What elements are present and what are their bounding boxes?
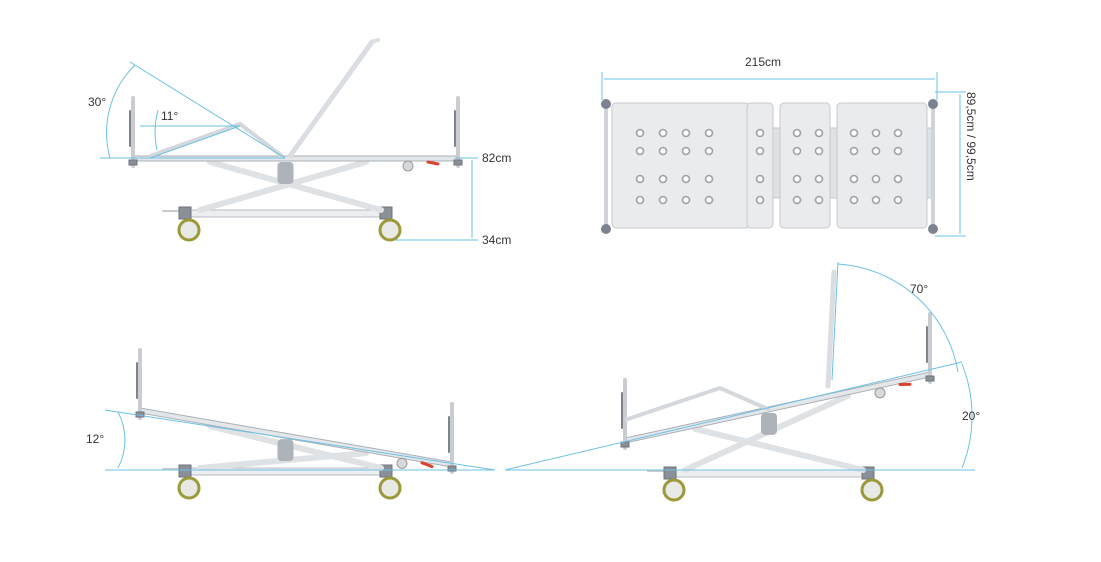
deck [624, 371, 931, 444]
control-knob [396, 457, 408, 469]
reverse-trendelenburg-view [620, 269, 935, 502]
control-knob [874, 387, 886, 399]
vent-hole [635, 146, 645, 156]
vent-hole [658, 195, 668, 205]
rail-end [601, 99, 611, 109]
vent-hole [893, 128, 903, 138]
vent-hole [704, 174, 714, 184]
vent-hole [681, 174, 691, 184]
caster-mount [178, 206, 192, 220]
vent-hole [893, 174, 903, 184]
vent-hole [814, 146, 824, 156]
trendelenburg-annotations: 12° [86, 409, 496, 471]
vent-hole [792, 146, 802, 156]
rail-foot [128, 159, 138, 166]
backrest-angle-label: 70° [910, 282, 928, 296]
caster-mount [178, 464, 192, 478]
vent-hole [704, 146, 714, 156]
vent-hole [871, 146, 881, 156]
min-height-label: 34cm [482, 233, 511, 247]
max-height-label: 82cm [482, 151, 511, 165]
brake-lever [420, 461, 434, 469]
vent-hole [681, 146, 691, 156]
scissor-arm [197, 159, 369, 213]
vent-hole [635, 174, 645, 184]
wheel [378, 476, 402, 500]
brake-lever [426, 160, 440, 166]
vent-hole [871, 195, 881, 205]
vent-hole [704, 195, 714, 205]
vent-hole [635, 128, 645, 138]
base-frame [184, 209, 387, 218]
rail-foot [925, 375, 935, 382]
vent-hole [635, 195, 645, 205]
wheel [177, 218, 201, 242]
leg-angle-label: 11° [161, 109, 178, 123]
vent-hole [755, 174, 765, 184]
vent-hole [871, 174, 881, 184]
vent-hole [814, 128, 824, 138]
top-plan-view: 215cm 89,5cm / 99,5cm [601, 55, 978, 237]
caster-mount [663, 466, 677, 480]
vent-hole [704, 128, 714, 138]
vent-hole [755, 128, 765, 138]
scissor-arm [692, 425, 866, 473]
length-label: 215cm [745, 55, 781, 69]
vent-hole [681, 128, 691, 138]
rail-end [928, 224, 938, 234]
vent-hole [792, 195, 802, 205]
scissor-arm [207, 423, 384, 471]
deck-panel [779, 102, 831, 229]
rail-foot [453, 159, 463, 166]
trendelenburg-view [135, 348, 457, 500]
wheel [378, 218, 402, 242]
deck-panel [746, 102, 774, 229]
vent-hole [658, 146, 668, 156]
vent-hole [755, 146, 765, 156]
rail-end [601, 224, 611, 234]
headboard [370, 38, 380, 44]
rail-foot [447, 465, 457, 472]
reverse-annotations: 70° 20° [504, 261, 980, 471]
reverse-tilt-angle-label: 20° [962, 409, 980, 423]
leg-section [624, 385, 771, 422]
vent-hole [893, 146, 903, 156]
vent-hole [814, 174, 824, 184]
rail-end [928, 99, 938, 109]
vent-hole [849, 146, 859, 156]
vent-hole [871, 128, 881, 138]
backrest [287, 39, 375, 159]
vent-hole [814, 195, 824, 205]
actuator [277, 162, 294, 184]
vent-hole [849, 128, 859, 138]
width-label: 89,5cm / 99,5cm [964, 92, 978, 181]
vent-hole [792, 128, 802, 138]
actuator [761, 412, 777, 435]
wheel [860, 478, 884, 502]
vent-hole [893, 195, 903, 205]
leg-section [149, 121, 284, 158]
vent-hole [849, 174, 859, 184]
wheel [662, 478, 686, 502]
backrest [825, 269, 837, 389]
vent-hole [755, 195, 765, 205]
deck-panel [836, 102, 928, 229]
tilt-angle-label: 12° [86, 432, 104, 446]
control-knob [402, 160, 414, 172]
vent-hole [792, 174, 802, 184]
scissor-arm [207, 159, 384, 213]
vent-hole [658, 128, 668, 138]
wheel [177, 476, 201, 500]
deck-panel [611, 102, 751, 229]
side-view-annotations: 30° 11° 82cm 34cm [88, 61, 511, 247]
vent-hole [681, 195, 691, 205]
head-angle-label: 30° [88, 95, 106, 109]
base-frame [669, 469, 869, 478]
vent-hole [849, 195, 859, 205]
vent-hole [658, 174, 668, 184]
actuator [277, 439, 294, 462]
side-view-raised [128, 38, 463, 242]
